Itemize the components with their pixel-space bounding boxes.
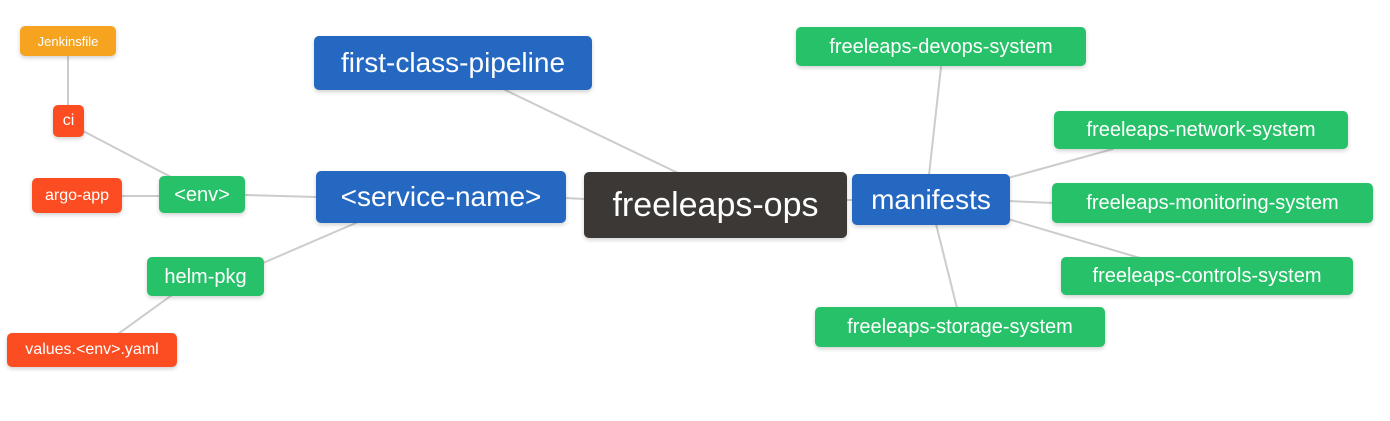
node-freeleaps-devops-system[interactable]: freeleaps-devops-system xyxy=(796,27,1086,66)
edge-manifests-devops-system xyxy=(928,66,942,176)
edge-manifests-controls-system xyxy=(1007,218,1141,259)
node-freeleaps-controls-system[interactable]: freeleaps-controls-system xyxy=(1061,257,1353,295)
node-first-class-pipeline[interactable]: first-class-pipeline xyxy=(314,36,592,90)
node-env[interactable]: <env> xyxy=(159,176,245,213)
edge-manifests-storage-system xyxy=(935,223,958,309)
node-jenkinsfile[interactable]: Jenkinsfile xyxy=(20,26,116,56)
edge-helm-pkg-values-env-yaml xyxy=(117,294,173,335)
edge-ci-env xyxy=(82,130,172,178)
node-manifests[interactable]: manifests xyxy=(852,174,1010,225)
node-freeleaps-ops[interactable]: freeleaps-ops xyxy=(584,172,847,238)
edge-helm-pkg-service-name xyxy=(262,221,359,264)
edge-service-name-freeleaps-ops xyxy=(564,197,586,200)
node-freeleaps-network-system[interactable]: freeleaps-network-system xyxy=(1054,111,1348,149)
node-values-env-yaml[interactable]: values.<env>.yaml xyxy=(7,333,177,367)
edge-env-service-name xyxy=(244,194,318,198)
node-freeleaps-monitoring-system[interactable]: freeleaps-monitoring-system xyxy=(1052,183,1373,223)
node-ci[interactable]: ci xyxy=(53,105,84,137)
node-freeleaps-storage-system[interactable]: freeleaps-storage-system xyxy=(815,307,1105,347)
node-service-name[interactable]: <service-name> xyxy=(316,171,566,223)
edge-first-class-pipeline-freeleaps-ops xyxy=(502,88,679,174)
edge-manifests-monitoring-system xyxy=(1008,200,1054,204)
node-argo-app[interactable]: argo-app xyxy=(32,178,122,213)
node-helm-pkg[interactable]: helm-pkg xyxy=(147,257,264,296)
edge-manifests-network-system xyxy=(1007,148,1114,179)
